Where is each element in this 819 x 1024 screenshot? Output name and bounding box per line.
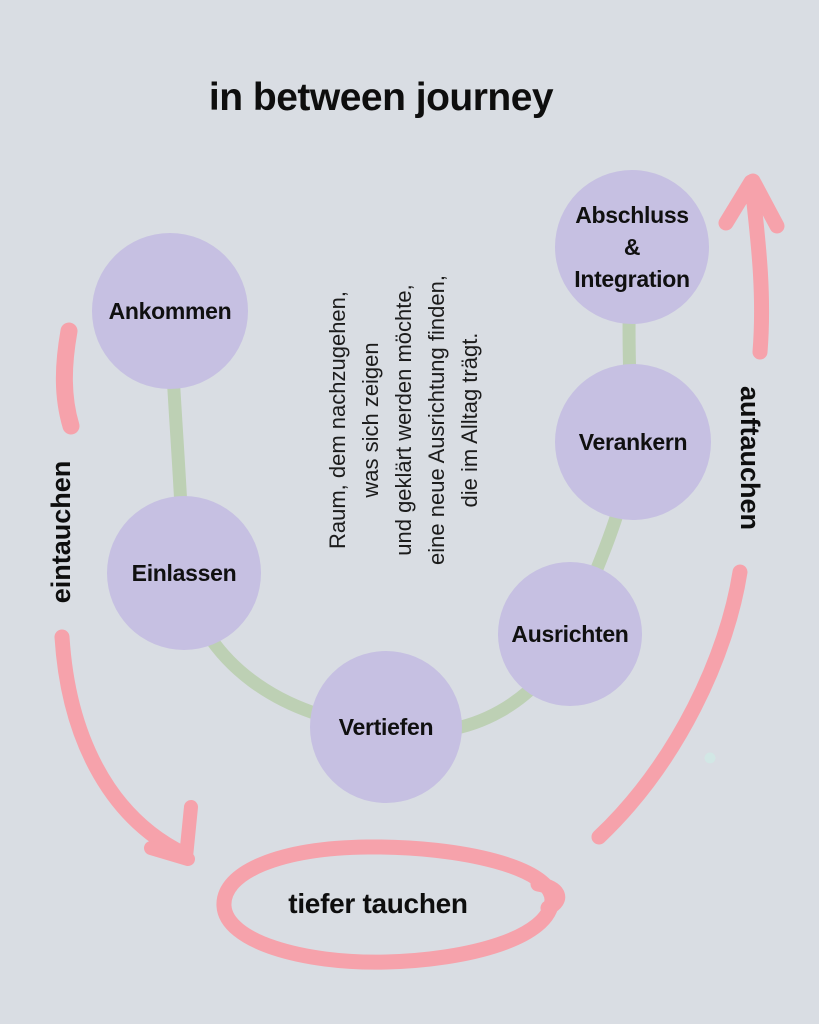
deep-dive-loop-icon — [216, 839, 566, 970]
dive-down-arrow-shaft — [54, 629, 192, 862]
node-label: Verankern — [578, 428, 688, 455]
teal-dot — [704, 752, 716, 764]
node-label: Abschluss & Integration — [574, 201, 690, 293]
deep-dive-loop-outline — [216, 839, 560, 970]
center-note-line: was sich zeigen — [357, 342, 383, 498]
node-label: Ankommen — [108, 297, 232, 324]
center-note-line: Raum, dem nachzugehen, — [324, 290, 350, 550]
center-note-line: und geklärt werden möchte, — [390, 284, 416, 556]
node-einlassen: Einlassen — [107, 496, 261, 650]
node-label: Vertiefen — [338, 713, 434, 740]
rise-up-arrow-shaft — [744, 177, 770, 360]
page-title: in between journey — [208, 76, 554, 119]
deep-dive-loop-kink — [530, 876, 566, 916]
node-label: Einlassen — [131, 559, 237, 586]
dive-down-arrow-barb-2 — [144, 841, 195, 866]
node-abschluss-integration: Abschluss & Integration — [555, 170, 709, 324]
rise-curve-stroke — [591, 564, 748, 845]
node-vertiefen: Vertiefen — [310, 651, 462, 803]
dive-down-arrow-barb-1 — [179, 800, 198, 864]
node-label: Ausrichten — [511, 620, 629, 647]
node-verankern: Verankern — [555, 364, 711, 520]
right-phase-label: auftauchen — [735, 385, 765, 531]
node-ausrichten: Ausrichten — [498, 562, 642, 706]
bottom-phase-label: tiefer tauchen — [288, 888, 468, 919]
node-ankommen: Ankommen — [92, 233, 248, 389]
dive-line-stroke — [55, 322, 80, 435]
center-note: Raum, dem nachzugehen, was sich zeigen u… — [317, 259, 489, 581]
rise-up-arrow-barb-1 — [718, 174, 759, 231]
rise-up-arrow-barb-2 — [745, 173, 785, 234]
center-note-line: eine neue Ausrichtung finden, — [423, 275, 449, 565]
dive-down-arrow-icon — [54, 629, 198, 866]
left-phase-label: eintauchen — [46, 460, 76, 604]
rise-up-arrow-icon — [718, 173, 785, 360]
center-note-line: die im Alltag trägt. — [456, 332, 482, 508]
